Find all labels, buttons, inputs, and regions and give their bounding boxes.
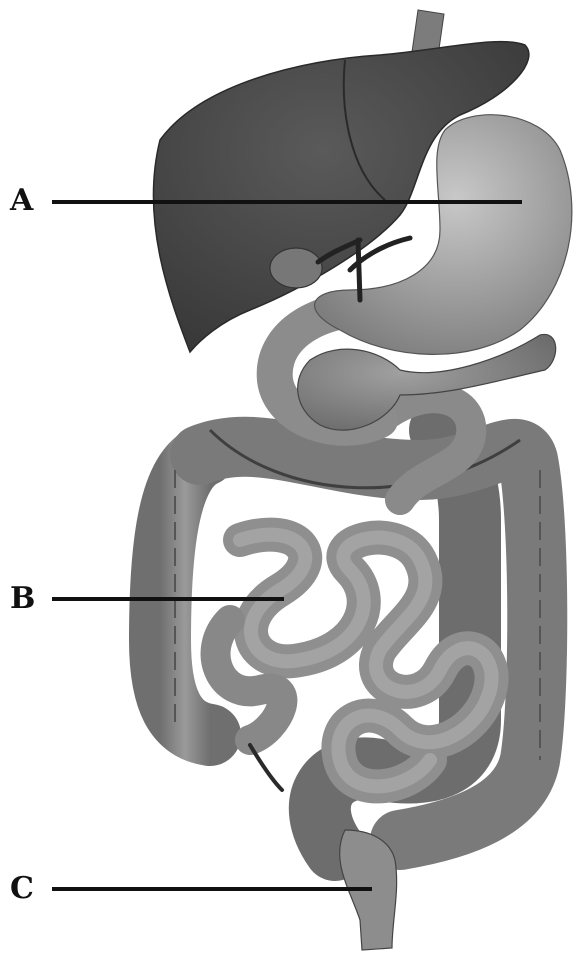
label-c: C — [10, 874, 34, 904]
leader-line-c — [52, 887, 372, 891]
leader-line-b — [52, 597, 284, 601]
label-a: A — [10, 186, 33, 216]
gallbladder — [270, 248, 322, 288]
leader-line-a — [52, 200, 522, 204]
label-b: B — [10, 584, 35, 614]
